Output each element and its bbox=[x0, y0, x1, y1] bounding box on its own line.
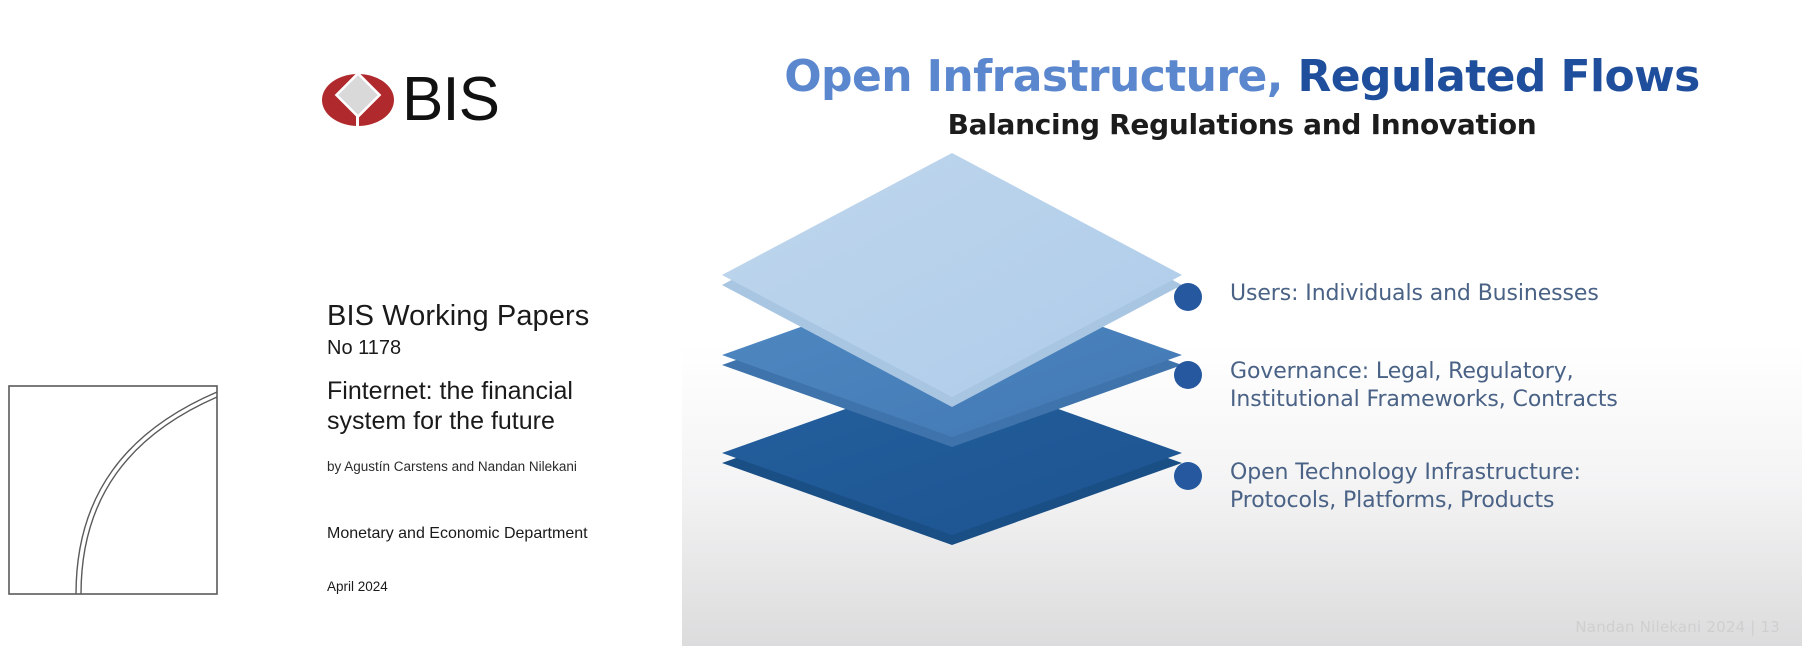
series-number: No 1178 bbox=[327, 337, 402, 360]
paper-department: Monetary and Economic Department bbox=[327, 525, 588, 543]
slide-title-part-1: Open Infrastructure, bbox=[784, 51, 1298, 102]
bis-cover-panel: BIS BIS Working Papers No 1178 Finternet… bbox=[0, 0, 682, 646]
paper-date: April 2024 bbox=[327, 578, 388, 594]
bullet-label-infrastructure: Open Technology Infrastructure: Protocol… bbox=[1230, 460, 1581, 513]
cover-arc-graphic bbox=[8, 385, 218, 595]
users-layer-shape bbox=[722, 153, 1182, 407]
bullet-dot-icon bbox=[1174, 462, 1202, 490]
paper-authors: by Agustín Carstens and Nandan Nilekani bbox=[327, 459, 577, 475]
bullet-users: Users: Individuals and Businesses bbox=[1174, 280, 1599, 311]
series-title: BIS Working Papers bbox=[327, 300, 590, 332]
slide-subtitle: Balancing Regulations and Innovation bbox=[947, 108, 1537, 141]
bullet-dot-icon bbox=[1174, 283, 1202, 311]
slide-watermark: Nandan Nilekani 2024 | 13 bbox=[1575, 618, 1780, 636]
bis-logo-mark-icon bbox=[322, 69, 394, 131]
presentation-slide: Open Infrastructure, Regulated Flows Bal… bbox=[682, 18, 1802, 646]
bullet-dot-icon bbox=[1174, 361, 1202, 389]
infrastructure-layer-shape bbox=[722, 371, 1182, 545]
bullet-label-governance: Governance: Legal, Regulatory, Instituti… bbox=[1230, 359, 1618, 412]
bullet-governance: Governance: Legal, Regulatory, Instituti… bbox=[1174, 358, 1618, 414]
paper-title: Finternet: the financial system for the … bbox=[327, 377, 573, 435]
bis-logo: BIS bbox=[322, 58, 518, 142]
cover-text-block: BIS Working Papers No 1178 Finternet: th… bbox=[327, 300, 657, 595]
layered-diamond-diagram bbox=[722, 153, 1182, 545]
bullet-infrastructure: Open Technology Infrastructure: Protocol… bbox=[1174, 459, 1581, 515]
slide-title-part-2: Regulated Flows bbox=[1297, 51, 1701, 102]
slide-title: Open Infrastructure, Regulated Flows bbox=[682, 53, 1802, 101]
bis-logo-wordmark: BIS bbox=[402, 65, 500, 134]
bullet-label-users: Users: Individuals and Businesses bbox=[1230, 281, 1599, 306]
